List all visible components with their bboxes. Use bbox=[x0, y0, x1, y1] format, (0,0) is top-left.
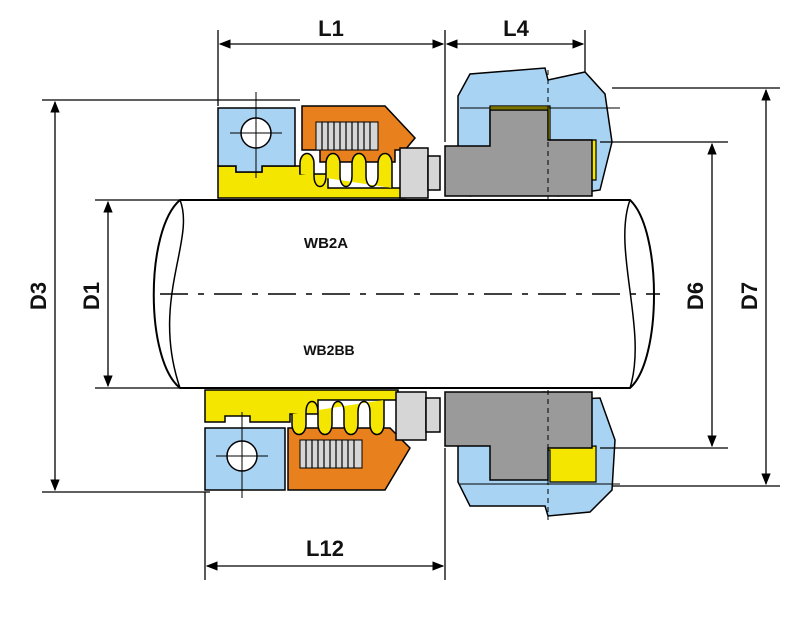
upper-bellows bbox=[299, 152, 393, 188]
dimension-lines bbox=[42, 30, 780, 580]
label-D6: D6 bbox=[683, 282, 708, 310]
upper-seal-assembly bbox=[217, 92, 441, 199]
upper-rotating-face bbox=[399, 147, 429, 199]
label-model-upper: WB2A bbox=[304, 235, 348, 252]
label-D7: D7 bbox=[737, 282, 762, 310]
label-L1: L1 bbox=[318, 16, 344, 41]
upper-seat-ring bbox=[444, 109, 593, 197]
lower-spring bbox=[299, 439, 363, 469]
label-L4: L4 bbox=[503, 16, 529, 41]
lower-stationary-seat bbox=[444, 390, 620, 520]
lower-bellows bbox=[291, 400, 385, 436]
label-L12: L12 bbox=[306, 536, 344, 561]
upper-spring bbox=[315, 121, 379, 151]
lower-rotating-face bbox=[395, 391, 427, 441]
upper-stationary-seat bbox=[444, 67, 620, 200]
label-D1: D1 bbox=[79, 282, 104, 310]
shaft bbox=[152, 199, 660, 389]
lower-seal-assembly bbox=[204, 389, 441, 498]
label-model-lower: WB2BB bbox=[303, 342, 354, 358]
label-D3: D3 bbox=[26, 282, 51, 310]
